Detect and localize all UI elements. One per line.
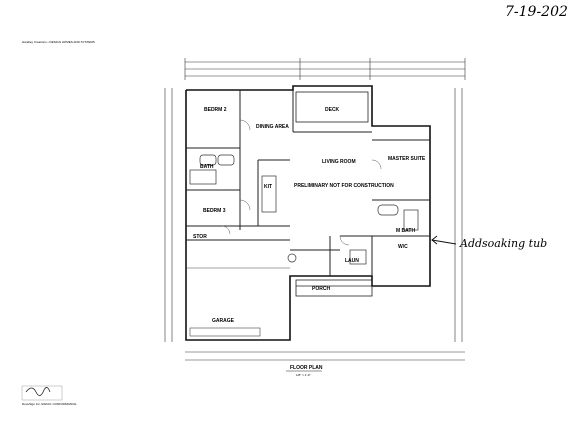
plan-scale: 1/8" = 1'-0": [296, 373, 311, 377]
room-bedroom3: BEDRM 3: [203, 208, 226, 214]
interior-walls: [186, 90, 430, 276]
room-kitchen: KIT: [264, 184, 272, 190]
garage-area: [186, 267, 290, 337]
room-garage: GARAGE: [212, 318, 235, 324]
room-living: LIVING ROOM: [322, 159, 356, 165]
fixtures: [189, 154, 419, 265]
top-left-note: Handley Creations • DESIGN HOMES AND SYS…: [22, 40, 95, 44]
door-swings: [221, 119, 382, 246]
room-dining: DINING AREA: [256, 124, 289, 130]
room-deck: DECK: [325, 107, 340, 113]
deck-porch-outline: [295, 91, 373, 297]
plan-title: FLOOR PLAN: [290, 365, 323, 371]
room-master: MASTER SUITE: [388, 156, 426, 162]
annotation-arrow: [431, 235, 457, 245]
room-porch: PORCH: [312, 286, 330, 292]
room-wic: W/C: [398, 244, 408, 250]
logo-caption: DocuSign Inc. ESIGN: CONFORMANCE: [22, 402, 76, 406]
room-bedroom2: BEDRM 2: [204, 107, 227, 113]
signature-logo: [21, 385, 63, 401]
annotation-text: Addsoaking tub: [459, 237, 547, 250]
handwritten-date: 7-19-202: [505, 4, 568, 20]
exterior-walls: [185, 85, 431, 341]
room-bath: BATH: [200, 164, 214, 170]
room-mbath: M BATH: [396, 228, 415, 234]
room-stor: STOR: [193, 234, 207, 240]
room-laun: LAUN: [345, 258, 359, 264]
dimension-lines: [164, 58, 466, 361]
prelim-note: PRELIMINARY NOT FOR CONSTRUCTION: [294, 183, 394, 189]
